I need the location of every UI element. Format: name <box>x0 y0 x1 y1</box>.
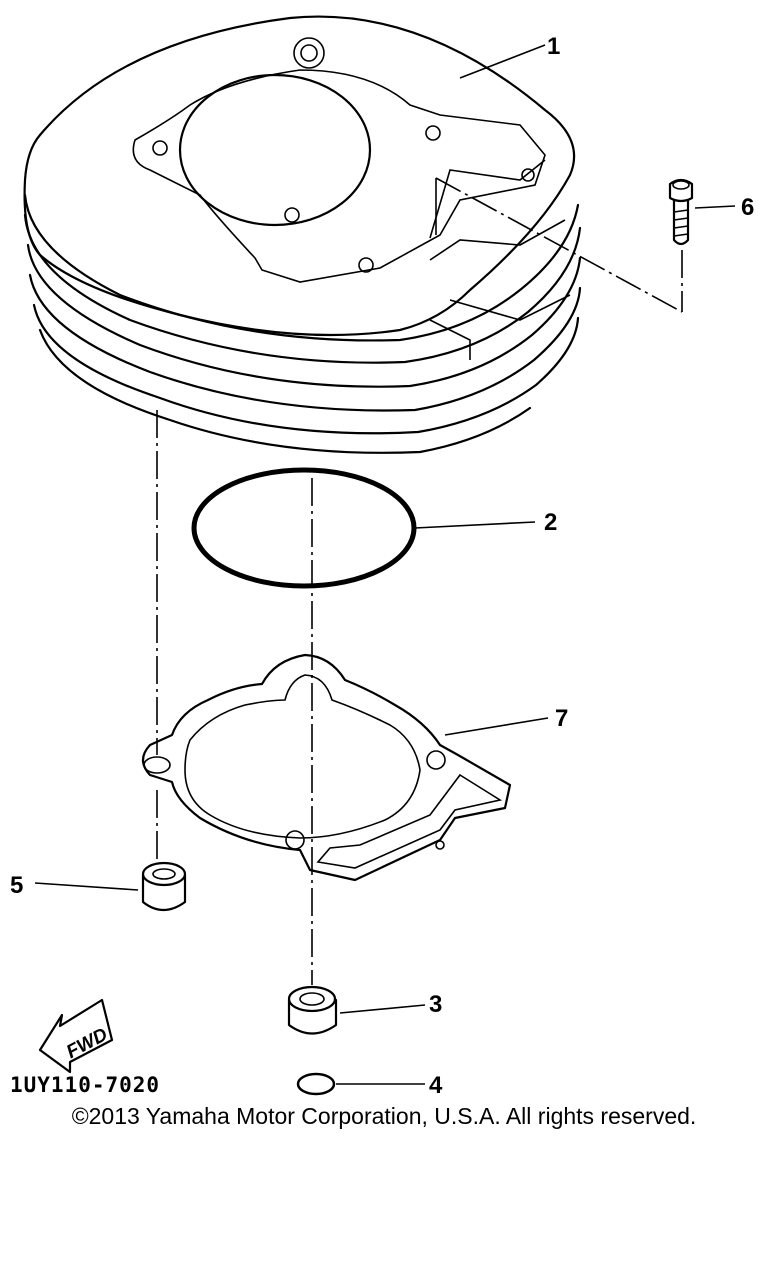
callout-7: 7 <box>555 705 568 732</box>
cylinder-part-1 <box>23 15 582 454</box>
fwd-arrow-icon: FWD <box>38 998 114 1074</box>
dowel-pin-part-3 <box>287 985 426 1035</box>
o-ring-part-4 <box>296 1072 425 1096</box>
o-ring-part-2 <box>191 467 536 589</box>
callout-1: 1 <box>547 33 560 60</box>
callout-4: 4 <box>429 1072 443 1099</box>
exploded-parts-diagram: FWD 1 2 3 4 5 6 7 1UY110-7020 <box>10 15 754 1099</box>
callout-6: 6 <box>741 194 754 221</box>
callout-2: 2 <box>544 509 557 536</box>
bolt-part-6 <box>668 178 736 246</box>
fwd-label: FWD <box>63 1024 111 1063</box>
gasket-part-7 <box>141 653 549 882</box>
part-code: 1UY110-7020 <box>10 1073 160 1097</box>
copyright-notice: ©2013 Yamaha Motor Corporation, U.S.A. A… <box>71 1103 697 1129</box>
dowel-pin-part-5 <box>34 861 187 912</box>
callout-3: 3 <box>429 991 442 1018</box>
callout-5: 5 <box>10 872 23 899</box>
